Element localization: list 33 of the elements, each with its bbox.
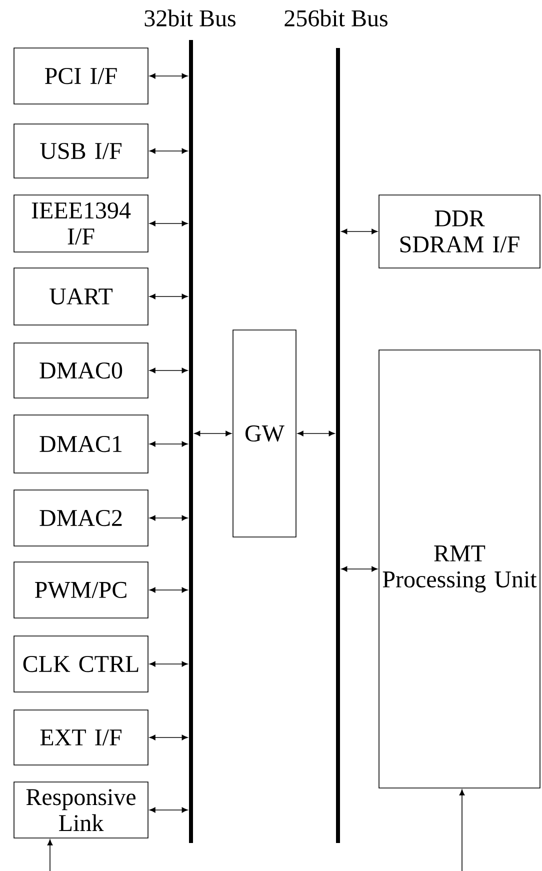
arrow [459, 789, 465, 871]
arrow [149, 148, 188, 154]
block-box: EXT I/F [14, 710, 148, 766]
block-box: PWM/PC [14, 562, 148, 618]
arrow [149, 587, 188, 593]
block-box: UART [14, 268, 148, 326]
bus-label: 32bit Bus [144, 10, 236, 26]
arrow [149, 294, 188, 300]
arrow [341, 228, 378, 234]
arrow [297, 430, 335, 436]
block-box: DDR SDRAM I/F [378, 194, 540, 268]
arrow [149, 734, 188, 740]
arrow [194, 430, 232, 436]
bus-label: 256bit Bus [284, 10, 388, 26]
arrow [149, 73, 188, 79]
arrow [149, 807, 188, 813]
block-box: DMAC2 [14, 490, 148, 546]
arrow [341, 566, 378, 572]
block-box: IEEE1394 I/F [14, 194, 148, 252]
arrow [149, 441, 188, 447]
block-box: DMAC0 [14, 342, 148, 398]
arrow [47, 839, 53, 871]
arrow [149, 661, 188, 667]
block-box: USB I/F [14, 124, 148, 178]
block-box: GW [232, 330, 296, 538]
arrow [149, 368, 188, 374]
arrow [149, 515, 188, 521]
block-box: PCI I/F [14, 48, 148, 104]
block-box: DMAC1 [14, 414, 148, 474]
block-box: RMT Processing Unit [378, 350, 540, 788]
block-box: CLK CTRL [14, 636, 148, 692]
block-box: Responsive Link [14, 782, 148, 838]
arrow [149, 220, 188, 226]
